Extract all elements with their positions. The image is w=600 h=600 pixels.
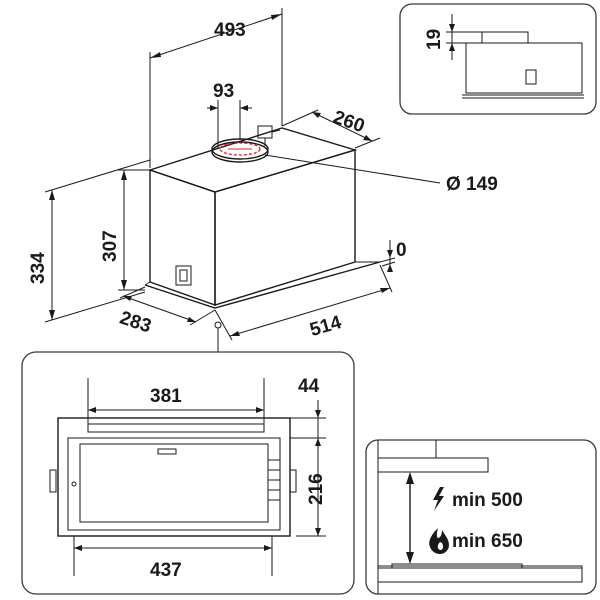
dimension-260: 260 xyxy=(281,107,381,149)
flame-icon xyxy=(429,528,449,554)
dimension-93-label: 93 xyxy=(213,81,234,102)
diameter-149-callout: Ø 149 xyxy=(264,154,498,195)
dimension-283: 283 xyxy=(117,286,216,338)
dimension-0-label: 0 xyxy=(396,240,407,261)
dimension-307: 307 xyxy=(100,169,150,291)
dimension-216-label: 216 xyxy=(306,473,327,505)
dimension-493: 493 xyxy=(149,8,283,168)
dimension-283-label: 283 xyxy=(117,308,154,338)
outlet-collar xyxy=(211,125,281,163)
dimension-0: 0 xyxy=(379,240,407,272)
dimension-44-label: 44 xyxy=(298,376,320,397)
clearance-inset-frame xyxy=(365,439,597,595)
outlet-damper-marking xyxy=(219,142,261,156)
main-view: 493 93 260 Ø 149 xyxy=(28,8,498,352)
dimension-19-label: 19 xyxy=(424,29,445,50)
dimension-514: 514 xyxy=(214,264,393,341)
dimension-334-label: 334 xyxy=(28,252,49,284)
dimension-93: 93 xyxy=(207,81,252,148)
dimension-334: 334 xyxy=(28,159,151,323)
dimension-381-label: 381 xyxy=(150,386,182,407)
side-inset-frame xyxy=(399,3,597,115)
dimension-493-label: 493 xyxy=(214,20,246,41)
bottom-view-frame xyxy=(21,351,355,595)
dimension-260-label: 260 xyxy=(330,107,367,138)
filter-panel xyxy=(79,443,269,523)
side-inset: 19 xyxy=(399,3,597,115)
switch-icon xyxy=(175,265,192,286)
bottom-view: 381 437 44 216 xyxy=(21,351,355,595)
dimension-514-label: 514 xyxy=(308,312,345,341)
inset-switch-icon xyxy=(525,69,537,85)
gas-clearance-label: min 650 xyxy=(452,531,523,552)
electric-clearance-label: min 500 xyxy=(452,490,523,511)
dimension-437-label: 437 xyxy=(150,560,182,581)
clearance-inset: min 500 min 650 xyxy=(365,439,597,595)
lightning-icon xyxy=(433,487,444,511)
dimension-307-label: 307 xyxy=(100,230,121,262)
diameter-149-label: Ø 149 xyxy=(446,174,498,195)
